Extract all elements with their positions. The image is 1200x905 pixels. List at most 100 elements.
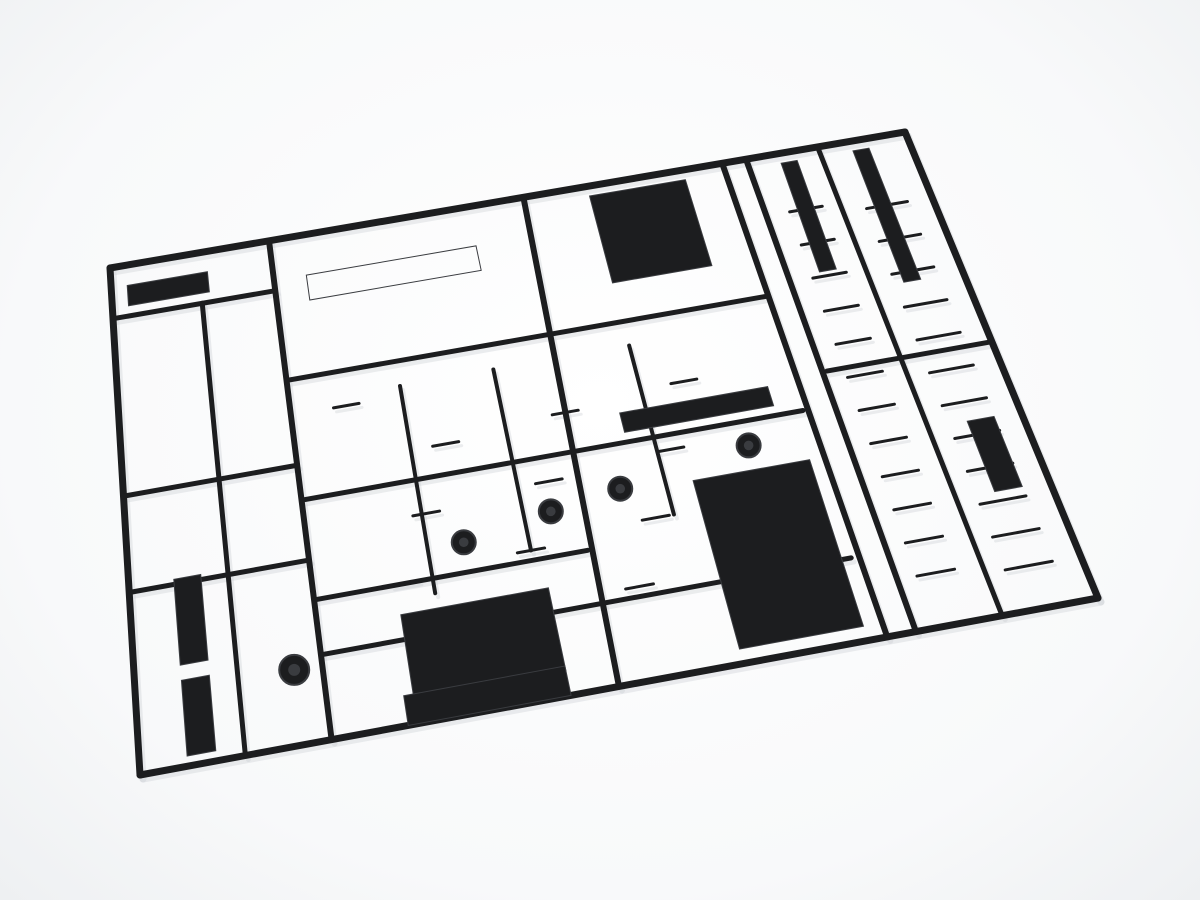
rod-part-2	[852, 147, 922, 283]
runner-horizontal-5-shadow	[827, 343, 998, 378]
gate-right-8	[880, 468, 920, 479]
gate-far-right-9-shadow	[981, 498, 1031, 510]
gate-right-9	[892, 501, 933, 512]
gate-far-right-3-shadow	[905, 302, 952, 313]
gate-11	[669, 377, 699, 386]
runner-right-inner	[815, 144, 1005, 619]
gate-far-right-10	[991, 527, 1041, 539]
windshield-frame-part	[305, 245, 482, 301]
lever-part	[126, 271, 210, 307]
runner-center-a	[398, 383, 438, 596]
gate-2	[411, 509, 442, 518]
gate-6-shadow	[537, 481, 567, 490]
runner-horizontal-7-shadow	[314, 551, 594, 607]
bracket-part	[619, 386, 775, 433]
gate-right-5	[846, 369, 884, 379]
runner-left-inner-shadow	[202, 304, 251, 763]
gate-1-shadow	[393, 583, 424, 592]
gate-far-right-5	[928, 363, 975, 375]
steering-wheel-part-hub	[288, 663, 301, 676]
wheel-hub-part-2-hub	[546, 506, 556, 517]
gate-right-8-shadow	[883, 472, 923, 483]
gate-right-10	[903, 534, 945, 545]
gate-right-3	[822, 303, 860, 313]
door-panel-part-2	[403, 665, 572, 727]
runner-horizontal-0-shadow	[113, 292, 281, 326]
frame-bottom-shadow	[139, 598, 1105, 783]
gate-10-shadow	[658, 449, 689, 458]
runner-horizontal-2	[121, 462, 300, 499]
gate-3	[431, 440, 461, 448]
frame-top-shadow	[109, 132, 912, 276]
runner-horizontal-3-shadow	[129, 561, 315, 599]
frame-left	[106, 264, 144, 779]
gate-far-right-4	[915, 330, 962, 342]
runner-vertical-2	[719, 160, 891, 640]
gate-right-6-shadow	[860, 406, 899, 417]
runner-horizontal-1-shadow	[287, 297, 772, 387]
frame-top	[106, 128, 909, 272]
wheel-hub-part-1-hub	[458, 537, 469, 548]
runner-center-b	[491, 367, 534, 553]
gate-right-4-shadow	[837, 340, 875, 350]
gate-right-11	[915, 567, 957, 578]
runner-horizontal-1	[284, 293, 769, 383]
floor-panel-part	[692, 459, 865, 650]
gate-9-shadow	[643, 517, 674, 526]
gate-11-shadow	[672, 381, 702, 390]
wheel-hub-part-4-hub	[743, 440, 754, 451]
gate-6	[534, 477, 564, 486]
gate-10	[655, 445, 686, 454]
runner-horizontal-4-shadow	[302, 412, 809, 507]
runner-horizontal-3	[126, 557, 312, 595]
runner-horizontal-2-shadow	[124, 466, 303, 503]
gate-far-right-6	[940, 396, 988, 408]
wheel-hub-part-3-hub	[615, 483, 626, 494]
gate-far-right-11	[1003, 559, 1054, 572]
frame-right	[901, 128, 1102, 602]
sprue-runners	[106, 128, 1102, 779]
gate-5-shadow	[518, 550, 550, 559]
gate-right-5-shadow	[849, 373, 887, 383]
gate-right-4	[834, 336, 872, 346]
sprue-parts	[126, 147, 1023, 757]
gate-far-right-5-shadow	[931, 367, 978, 379]
gate-3-shadow	[434, 444, 464, 452]
gate-far-right-10-shadow	[994, 531, 1044, 543]
gate-8	[624, 582, 655, 591]
runner-center-c	[627, 343, 676, 517]
gate-right-3-shadow	[825, 307, 863, 317]
gate-2-shadow	[414, 513, 445, 522]
exhaust-part-2	[180, 674, 217, 757]
exhaust-part-1	[173, 573, 209, 666]
gate-8-shadow	[627, 586, 658, 595]
shock-part	[966, 415, 1023, 493]
runner-horizontal-7	[311, 547, 591, 603]
gate-7	[550, 408, 580, 417]
gate-right-11-shadow	[918, 571, 960, 582]
runner-horizontal-5	[824, 339, 995, 374]
gate-right-9-shadow	[895, 505, 936, 516]
gate-right-7	[869, 435, 908, 446]
gate-far-right-4-shadow	[918, 334, 965, 346]
gate-right-7-shadow	[872, 439, 911, 450]
rod-part-1	[780, 159, 837, 273]
gate-far-right-3	[902, 298, 949, 309]
gate-right-2-shadow	[814, 274, 851, 284]
dashboard-part	[588, 179, 713, 284]
gate-far-right-6-shadow	[943, 400, 991, 412]
gate-right-10-shadow	[906, 538, 948, 549]
gate-far-right-9	[978, 494, 1028, 506]
runner-left-inner	[199, 300, 248, 759]
gate-0	[332, 401, 361, 410]
gate-right-6	[857, 402, 896, 413]
gate-right-2	[811, 270, 848, 280]
runner-horizontal-0	[110, 288, 278, 322]
runner-vertical-3	[743, 156, 919, 635]
gate-1	[390, 579, 421, 588]
gate-9	[640, 513, 671, 522]
gate-far-right-11-shadow	[1006, 563, 1057, 576]
gate-0-shadow	[335, 405, 364, 414]
